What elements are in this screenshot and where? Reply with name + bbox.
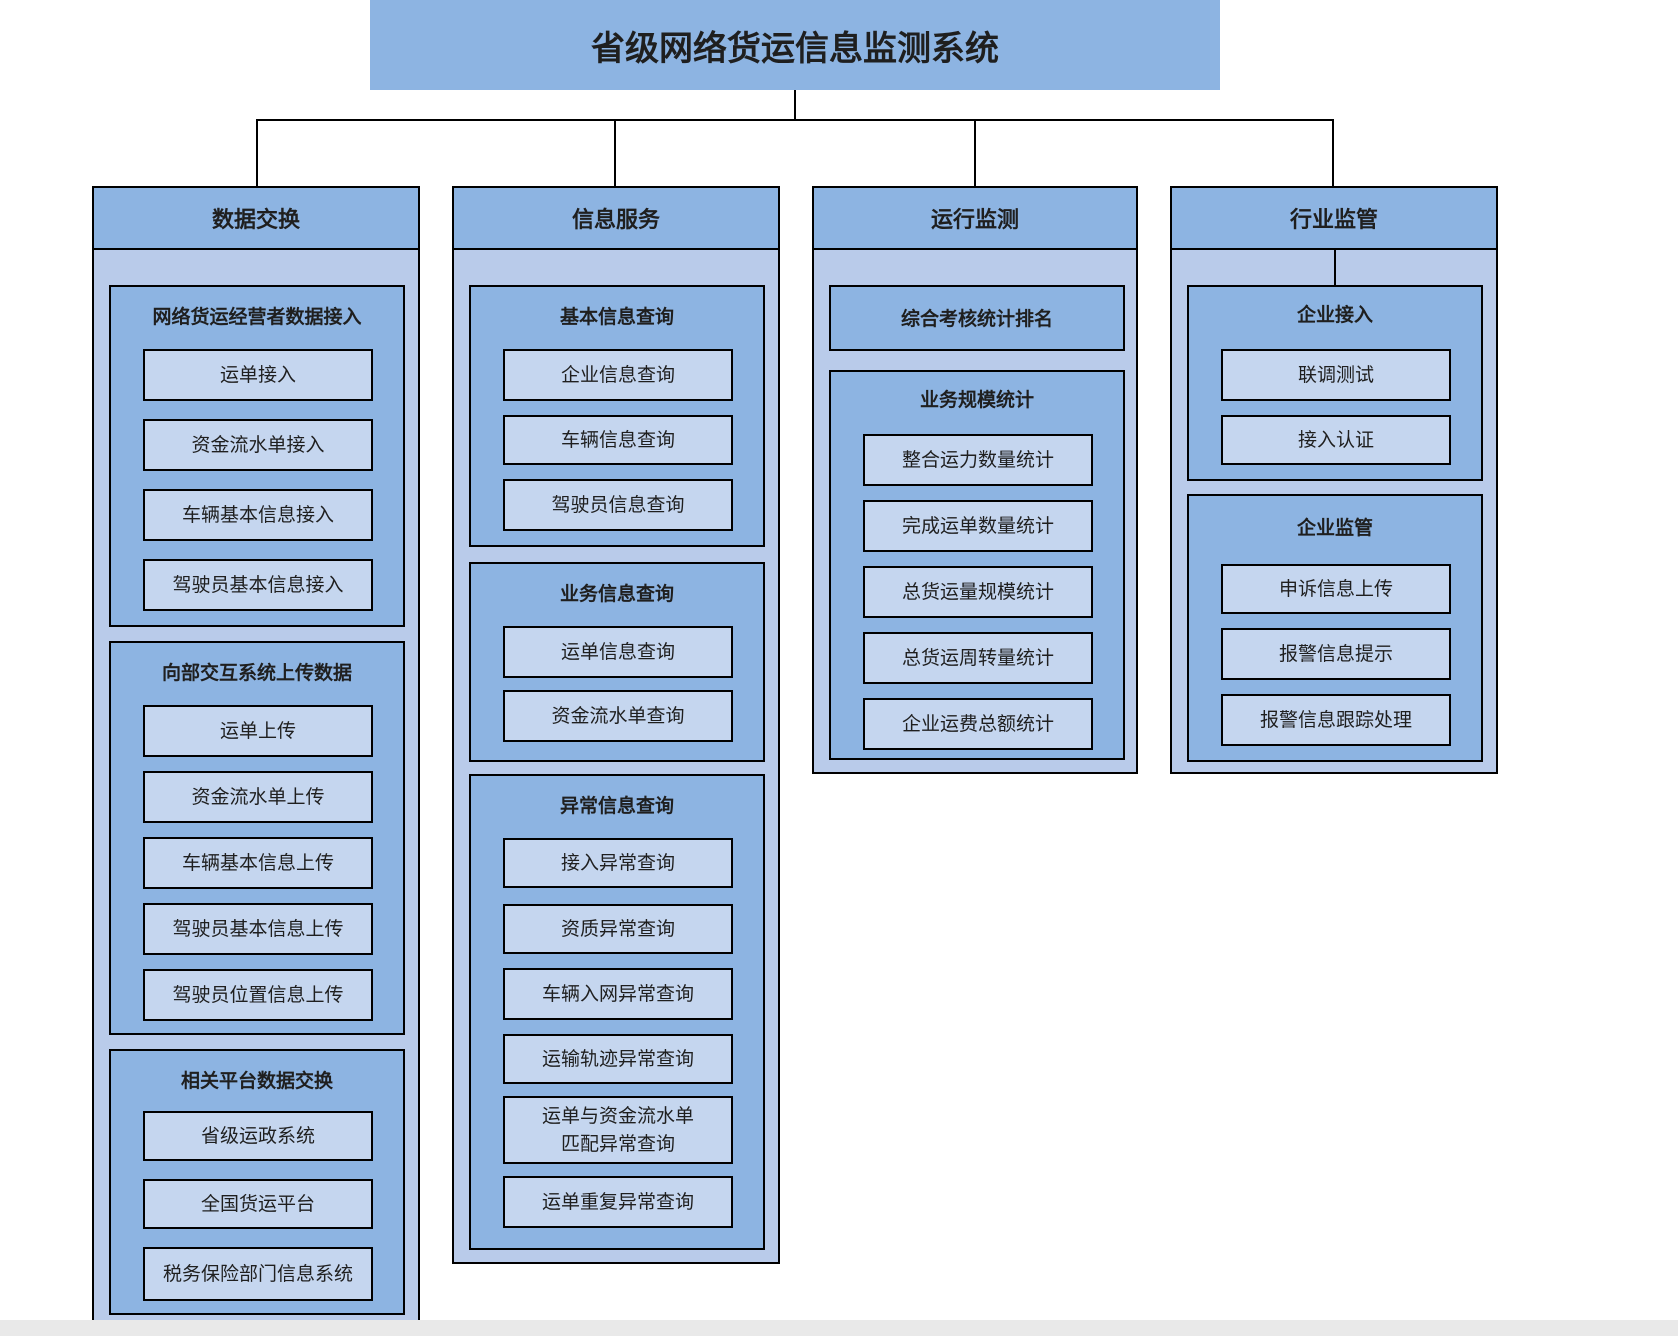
- item-waybill-upload[interactable]: 运单上传: [143, 705, 373, 757]
- group-business-scale-stats: 业务规模统计 整合运力数量统计 完成运单数量统计 总货运量规模统计 总货运周转量…: [829, 370, 1125, 760]
- group-upload-to-ministry: 向部交互系统上传数据 运单上传 资金流水单上传 车辆基本信息上传 驾驶员基本信息…: [109, 641, 405, 1035]
- item-vehicle-info-access[interactable]: 车辆基本信息接入: [143, 489, 373, 541]
- item-freight-fee-total-stats[interactable]: 企业运费总额统计: [863, 698, 1093, 750]
- group-title: 企业接入: [1296, 304, 1373, 326]
- group-title: 向部交互系统上传数据: [161, 662, 352, 684]
- item-trajectory-abnormal-query[interactable]: 运输轨迹异常查询: [503, 1034, 733, 1084]
- column-header: 数据交换: [94, 188, 418, 250]
- item-provincial-transport-system[interactable]: 省级运政系统: [143, 1111, 373, 1161]
- connector-drop-1: [256, 119, 258, 187]
- group-platform-data-exchange: 相关平台数据交换 省级运政系统 全国货运平台 税务保险部门信息系统: [109, 1049, 405, 1315]
- group-title: 异常信息查询: [559, 795, 674, 817]
- item-waybill-duplicate-abnormal-query[interactable]: 运单重复异常查询: [503, 1176, 733, 1228]
- connector-inner: [1334, 248, 1336, 286]
- group-title: 相关平台数据交换: [180, 1070, 333, 1092]
- group-title: 网络货运经营者数据接入: [152, 306, 362, 328]
- item-national-freight-platform[interactable]: 全国货运平台: [143, 1179, 373, 1229]
- item-access-abnormal-query[interactable]: 接入异常查询: [503, 838, 733, 888]
- connector-drop-4: [1332, 119, 1334, 187]
- connector-trunk: [794, 90, 796, 120]
- group-operator-data-access: 网络货运经营者数据接入 运单接入 资金流水单接入 车辆基本信息接入 驾驶员基本信…: [109, 285, 405, 627]
- column-info-service: 信息服务 基本信息查询 企业信息查询 车辆信息查询 驾驶员信息查询 业务信息查询…: [452, 186, 780, 1264]
- item-alarm-prompt[interactable]: 报警信息提示: [1221, 628, 1451, 680]
- item-driver-info-query[interactable]: 驾驶员信息查询: [503, 479, 733, 531]
- connector-drop-3: [974, 119, 976, 187]
- item-driver-location-upload[interactable]: 驾驶员位置信息上传: [143, 969, 373, 1021]
- item-integration-test[interactable]: 联调测试: [1221, 349, 1451, 401]
- column-data-exchange: 数据交换 网络货运经营者数据接入 运单接入 资金流水单接入 车辆基本信息接入 驾…: [92, 186, 420, 1330]
- column-industry-supervision: 行业监管 企业接入 联调测试 接入认证 企业监管 申诉信息上传 报警信息提示 报…: [1170, 186, 1498, 774]
- item-company-info-query[interactable]: 企业信息查询: [503, 349, 733, 401]
- item-fund-flow-access[interactable]: 资金流水单接入: [143, 419, 373, 471]
- item-vehicle-network-abnormal-query[interactable]: 车辆入网异常查询: [503, 968, 733, 1020]
- group-title: 业务规模统计: [919, 389, 1034, 411]
- item-driver-info-access[interactable]: 驾驶员基本信息接入: [143, 559, 373, 611]
- item-fund-flow-query[interactable]: 资金流水单查询: [503, 690, 733, 742]
- item-freight-turnover-stats[interactable]: 总货运周转量统计: [863, 632, 1093, 684]
- group-title: 企业监管: [1296, 517, 1373, 539]
- column-header: 运行监测: [814, 188, 1136, 250]
- connector-drop-2: [614, 119, 616, 187]
- item-qualification-abnormal-query[interactable]: 资质异常查询: [503, 904, 733, 954]
- item-waybill-info-query[interactable]: 运单信息查询: [503, 626, 733, 678]
- column-header: 行业监管: [1172, 188, 1496, 250]
- item-freight-volume-stats[interactable]: 总货运量规模统计: [863, 566, 1093, 618]
- item-appeal-upload[interactable]: 申诉信息上传: [1221, 564, 1451, 614]
- group-basic-info-query: 基本信息查询 企业信息查询 车辆信息查询 驾驶员信息查询: [469, 285, 765, 547]
- item-waybill-count-stats[interactable]: 完成运单数量统计: [863, 500, 1093, 552]
- item-vehicle-info-query[interactable]: 车辆信息查询: [503, 415, 733, 465]
- bottom-shade: [0, 1320, 1678, 1336]
- group-title: 综合考核统计排名: [900, 308, 1053, 330]
- item-waybill-fund-match-abnormal-query[interactable]: 运单与资金流水单 匹配异常查询: [503, 1096, 733, 1164]
- group-business-info-query: 业务信息查询 运单信息查询 资金流水单查询: [469, 562, 765, 762]
- group-company-supervision: 企业监管 申诉信息上传 报警信息提示 报警信息跟踪处理: [1187, 494, 1483, 762]
- item-capacity-count-stats[interactable]: 整合运力数量统计: [863, 434, 1093, 486]
- group-title: 业务信息查询: [559, 583, 674, 605]
- item-alarm-tracking[interactable]: 报警信息跟踪处理: [1221, 694, 1451, 746]
- system-title: 省级网络货运信息监测系统: [370, 0, 1220, 90]
- item-vehicle-info-upload[interactable]: 车辆基本信息上传: [143, 837, 373, 889]
- group-abnormal-info-query: 异常信息查询 接入异常查询 资质异常查询 车辆入网异常查询 运输轨迹异常查询 运…: [469, 774, 765, 1250]
- group-comprehensive-ranking[interactable]: 综合考核统计排名: [829, 285, 1125, 351]
- column-operation-monitoring: 运行监测 综合考核统计排名 业务规模统计 整合运力数量统计 完成运单数量统计 总…: [812, 186, 1138, 774]
- item-waybill-access[interactable]: 运单接入: [143, 349, 373, 401]
- item-driver-info-upload[interactable]: 驾驶员基本信息上传: [143, 903, 373, 955]
- item-tax-insurance-system[interactable]: 税务保险部门信息系统: [143, 1247, 373, 1301]
- item-fund-flow-upload[interactable]: 资金流水单上传: [143, 771, 373, 823]
- item-access-certification[interactable]: 接入认证: [1221, 415, 1451, 465]
- group-title: 基本信息查询: [559, 306, 674, 328]
- column-header: 信息服务: [454, 188, 778, 250]
- group-company-access: 企业接入 联调测试 接入认证: [1187, 285, 1483, 481]
- connector-horizontal: [256, 119, 1334, 121]
